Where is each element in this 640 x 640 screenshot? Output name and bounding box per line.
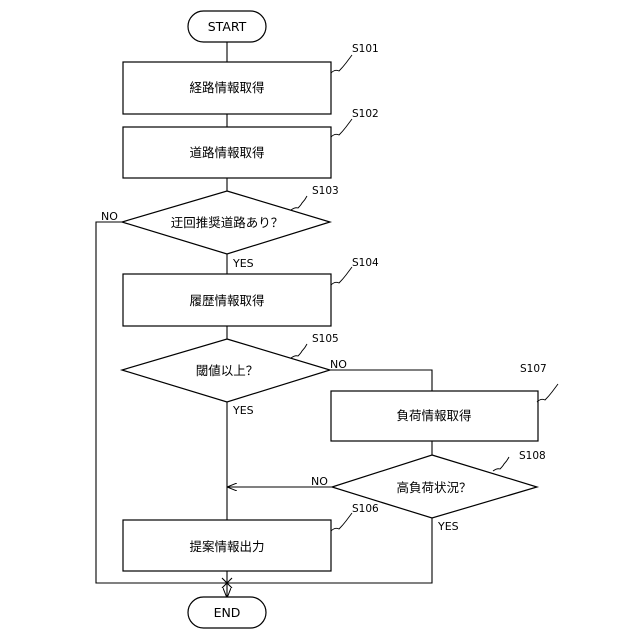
s105-yes-label: YES (232, 404, 254, 417)
start-label: START (208, 19, 247, 34)
s106-step-id: S106 (352, 503, 379, 515)
s103-no-label: NO (101, 210, 118, 223)
s101-leader (331, 55, 352, 73)
end-label: END (214, 605, 241, 620)
s101-label: 経路情報取得 (189, 80, 264, 95)
s107-label: 負荷情報取得 (396, 408, 471, 423)
s108-label: 高負荷状況？ (396, 480, 471, 495)
s101-step-id: S101 (352, 43, 379, 55)
s104-leader (331, 267, 352, 285)
s102-step-id: S102 (352, 108, 379, 120)
s105-label: 閾値以上？ (196, 363, 259, 378)
s108-leader (493, 457, 509, 471)
s106-leader (331, 513, 352, 531)
s103-step-id: S103 (312, 185, 339, 197)
s108-no-label: NO (311, 475, 328, 488)
s107-step-id: S107 (520, 363, 547, 375)
connector-s105-no-s107 (330, 370, 432, 391)
s103-leader (291, 196, 307, 210)
s102-label: 道路情報取得 (189, 145, 264, 160)
s103-yes-label: YES (232, 257, 254, 270)
s108-yes-label: YES (437, 520, 459, 533)
s104-label: 履歴情報取得 (189, 293, 264, 308)
s105-no-label: NO (330, 358, 347, 371)
s105-step-id: S105 (312, 333, 339, 345)
s108-step-id: S108 (519, 450, 546, 462)
s102-leader (331, 119, 352, 137)
s103-label: 迂回推奨道路あり？ (171, 215, 284, 230)
s106-label: 提案情報出力 (189, 539, 264, 554)
s105-leader (291, 344, 307, 358)
s104-step-id: S104 (352, 257, 379, 269)
s107-leader (537, 384, 558, 402)
